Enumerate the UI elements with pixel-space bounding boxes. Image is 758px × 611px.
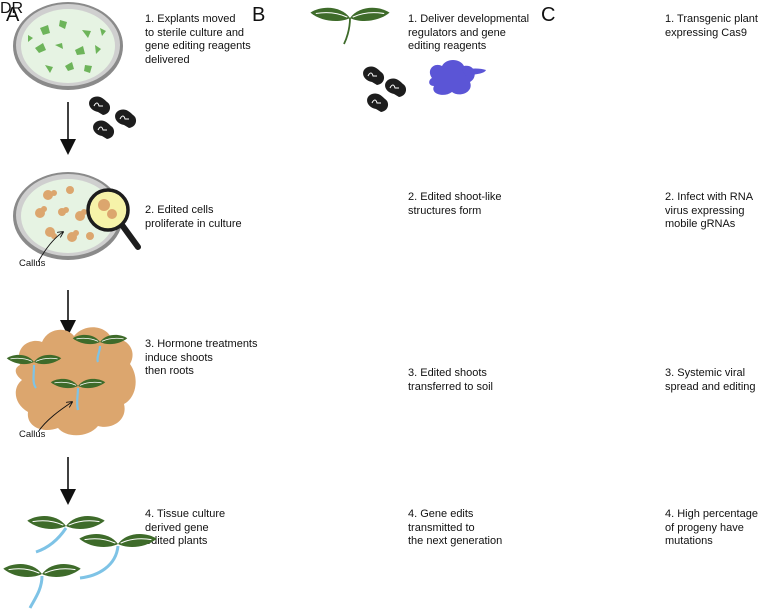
callus-label-2: Callus	[19, 429, 46, 440]
panel-b-step-2: 2. Edited shoot-like structures form	[408, 191, 502, 217]
panel-a-step-1: 1. Explants moved to sterile culture and…	[145, 13, 251, 66]
magnifier-icon	[86, 188, 141, 250]
callus-with-shoots	[6, 327, 136, 436]
panel-letter-c: C	[541, 4, 556, 26]
panel-c-step-1: 1. Transgenic plant expressing Cas9	[665, 13, 758, 39]
panel-c-step-4: 4. High percentage of progeny have mutat…	[665, 508, 758, 547]
tissue-culture-plants	[2, 515, 158, 609]
callus-label-1: Callus	[19, 258, 46, 269]
panel-b-step-1: 1. Deliver developmental regulators and …	[408, 13, 530, 52]
dr-label: DR	[0, 0, 24, 17]
panel-a-step-2: 2. Edited cells proliferate in culture	[145, 204, 242, 230]
panel-b-step-4: 4. Gene edits transmitted to the next ge…	[408, 508, 503, 547]
panel-b-step-3: 3. Edited shoots transferred to soil	[408, 367, 493, 393]
panel-c-step-3: 3. Systemic viral spread and editing	[665, 367, 756, 393]
panel-letter-a: A	[6, 4, 20, 26]
petri-dish-explants	[13, 2, 123, 90]
developmental-regulator-icon	[429, 60, 486, 95]
panel-a-step-3: 3. Hormone treatments induce shoots then…	[145, 338, 258, 377]
panel-c-step-2: 2. Infect with RNA virus expressing mobi…	[665, 191, 754, 230]
panel-letter-b: B	[252, 4, 266, 26]
seedling-b1	[309, 7, 391, 45]
